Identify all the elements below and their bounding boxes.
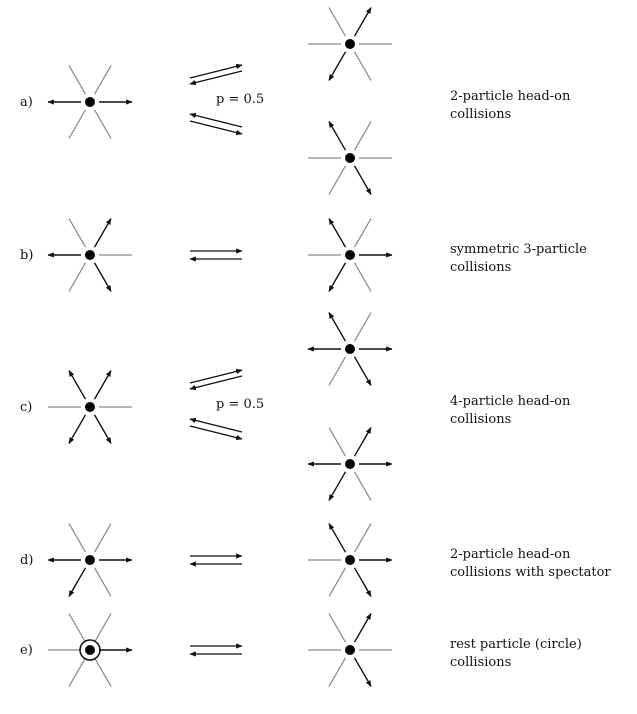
- row-label: d): [20, 553, 33, 568]
- node-particle: [345, 645, 355, 655]
- after-state-node: [308, 218, 393, 292]
- lattice-link: [93, 657, 112, 687]
- node-particle: [85, 97, 95, 107]
- lattice-link: [68, 218, 87, 248]
- lattice-link: [353, 262, 372, 292]
- before-state-node: [47, 218, 132, 292]
- node-particle: [345, 555, 355, 565]
- forward-reaction-arrow: [189, 63, 243, 79]
- probability-label: p = 0.5: [216, 397, 264, 412]
- caption-line: 2-particle head-on: [450, 89, 571, 104]
- velocity-arrow: [68, 370, 87, 400]
- forward-reaction-arrow: [189, 368, 243, 384]
- velocity-arrow: [353, 7, 372, 37]
- after-state-node: [308, 7, 392, 81]
- reverse-reaction-arrow: [189, 112, 243, 128]
- velocity-arrow: [93, 262, 112, 292]
- lattice-link: [328, 567, 347, 597]
- forward-reaction-arrow: [189, 425, 243, 441]
- lattice-link: [328, 7, 347, 37]
- caption-line: collisions: [450, 107, 511, 122]
- lattice-link: [68, 613, 87, 643]
- velocity-arrow: [328, 51, 347, 81]
- node-particle: [345, 39, 355, 49]
- node-particle: [85, 645, 95, 655]
- velocity-arrow: [328, 121, 347, 151]
- lattice-link: [328, 613, 347, 643]
- velocity-arrow: [93, 370, 112, 400]
- caption-line: collisions: [450, 260, 511, 275]
- lattice-link: [93, 65, 112, 95]
- row-label: b): [20, 248, 33, 263]
- velocity-arrow: [68, 414, 87, 444]
- before-state-node: [48, 613, 133, 687]
- lattice-link: [353, 523, 372, 553]
- lattice-link: [353, 218, 372, 248]
- reverse-reaction-arrow: [189, 375, 243, 391]
- row-label: a): [20, 95, 33, 110]
- lattice-link: [93, 109, 112, 139]
- velocity-arrow: [353, 427, 372, 457]
- caption-line: rest particle (circle): [450, 637, 582, 652]
- velocity-arrow: [353, 613, 372, 643]
- lattice-link: [68, 109, 87, 139]
- lattice-link: [353, 51, 372, 81]
- lattice-link: [68, 262, 87, 292]
- lattice-link: [353, 312, 372, 342]
- velocity-arrow: [328, 262, 347, 292]
- velocity-arrow: [93, 218, 112, 248]
- velocity-arrow: [353, 356, 372, 386]
- velocity-arrow: [353, 657, 372, 687]
- lattice-link: [93, 567, 112, 597]
- before-state-node: [47, 65, 133, 139]
- velocity-arrow: [68, 567, 87, 597]
- reverse-reaction-arrow: [189, 417, 243, 433]
- lattice-link: [353, 121, 372, 151]
- before-state-node: [48, 370, 132, 444]
- reverse-reaction-arrow: [189, 70, 243, 86]
- lattice-link: [328, 356, 347, 386]
- after-state-node: [308, 613, 392, 687]
- rest-particle-ring: [79, 639, 101, 661]
- node-particle: [85, 402, 95, 412]
- after-state-node: [307, 427, 393, 501]
- before-state-node: [47, 523, 133, 597]
- caption-line: collisions: [450, 655, 511, 670]
- caption-line: 4-particle head-on: [450, 394, 571, 409]
- velocity-arrow: [328, 471, 347, 501]
- probability-label: p = 0.5: [216, 92, 264, 107]
- velocity-arrow: [353, 165, 372, 195]
- velocity-arrow: [353, 567, 372, 597]
- caption-line: collisions with spectator: [450, 565, 611, 580]
- lattice-link: [68, 65, 87, 95]
- velocity-arrow: [328, 218, 347, 248]
- caption-line: symmetric 3-particle: [450, 242, 587, 257]
- lattice-link: [328, 427, 347, 457]
- after-state-node: [308, 523, 393, 597]
- after-state-node: [307, 312, 393, 386]
- forward-reaction-arrow: [189, 120, 243, 136]
- velocity-arrow: [93, 414, 112, 444]
- node-particle: [345, 344, 355, 354]
- lattice-link: [353, 471, 372, 501]
- velocity-arrow: [328, 312, 347, 342]
- node-particle: [345, 153, 355, 163]
- after-state-node: [308, 121, 392, 195]
- lattice-link: [328, 657, 347, 687]
- node-particle: [345, 250, 355, 260]
- lattice-link: [328, 165, 347, 195]
- node-particle: [345, 459, 355, 469]
- lattice-link: [68, 523, 87, 553]
- caption-line: collisions: [450, 412, 511, 427]
- velocity-arrow: [328, 523, 347, 553]
- lattice-link: [93, 523, 112, 553]
- caption-line: 2-particle head-on: [450, 547, 571, 562]
- node-particle: [85, 555, 95, 565]
- node-particle: [85, 250, 95, 260]
- row-label: e): [20, 643, 33, 658]
- lattice-link: [93, 613, 112, 643]
- row-label: c): [20, 400, 32, 415]
- lattice-link: [68, 657, 87, 687]
